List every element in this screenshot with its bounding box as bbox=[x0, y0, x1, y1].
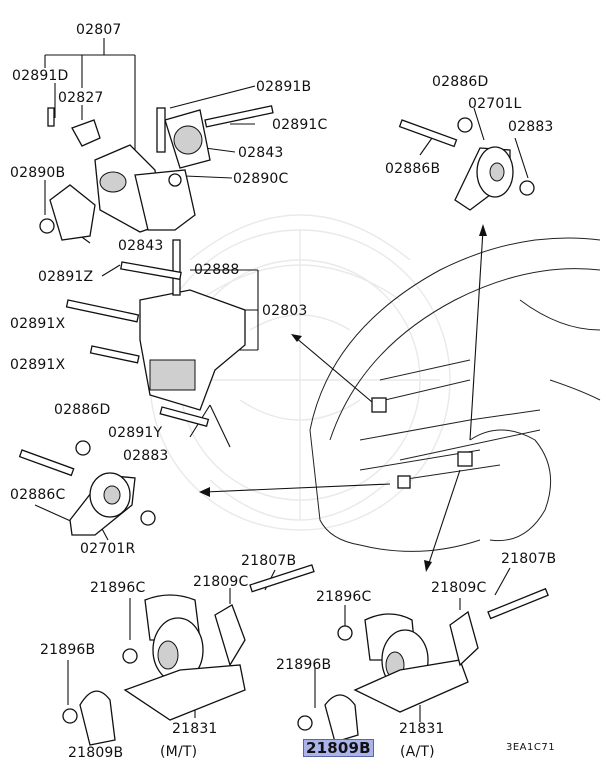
label-02891Z[interactable]: 02891Z bbox=[38, 269, 94, 285]
upper-mount-bracket bbox=[39, 105, 274, 241]
label-21809C-at[interactable]: 21809C bbox=[431, 580, 487, 596]
label-02886D-left[interactable]: 02886D bbox=[54, 402, 111, 418]
label-mt-variant: (M/T) bbox=[160, 744, 198, 760]
label-02701R[interactable]: 02701R bbox=[80, 541, 136, 557]
label-02890C[interactable]: 02890C bbox=[233, 171, 289, 187]
label-21896B-mt[interactable]: 21896B bbox=[40, 642, 96, 658]
label-02886B[interactable]: 02886B bbox=[385, 161, 441, 177]
label-02843-top[interactable]: 02843 bbox=[238, 145, 284, 161]
label-02883-right[interactable]: 02883 bbox=[508, 119, 554, 135]
label-02886D-right[interactable]: 02886D bbox=[432, 74, 489, 90]
label-02891C[interactable]: 02891C bbox=[272, 117, 328, 133]
middle-mount-bracket bbox=[65, 239, 246, 427]
diagram-reference-code: 3EA1C71 bbox=[506, 742, 556, 753]
label-02886C[interactable]: 02886C bbox=[10, 487, 66, 503]
mt-mount-assembly bbox=[62, 564, 315, 746]
label-21896C-at[interactable]: 21896C bbox=[316, 589, 372, 605]
label-02827[interactable]: 02827 bbox=[58, 90, 104, 106]
label-21896B-at[interactable]: 21896B bbox=[276, 657, 332, 673]
label-02891D[interactable]: 02891D bbox=[12, 68, 69, 84]
label-02803[interactable]: 02803 bbox=[262, 303, 308, 319]
label-02883-left[interactable]: 02883 bbox=[123, 448, 169, 464]
label-21831-mt[interactable]: 21831 bbox=[172, 721, 218, 737]
right-mount-02701L bbox=[398, 117, 535, 211]
label-21831-at[interactable]: 21831 bbox=[399, 721, 445, 737]
label-02891X-lower[interactable]: 02891X bbox=[10, 357, 66, 373]
label-21809B-at-highlighted[interactable]: 21809B bbox=[303, 739, 374, 757]
label-21809B-mt[interactable]: 21809B bbox=[68, 745, 124, 761]
label-at-variant: (A/T) bbox=[400, 744, 435, 760]
label-02891B[interactable]: 02891B bbox=[256, 79, 312, 95]
at-mount-assembly bbox=[297, 587, 549, 743]
label-02843-bottom[interactable]: 02843 bbox=[118, 238, 164, 254]
label-02891X-upper[interactable]: 02891X bbox=[10, 316, 66, 332]
leader-lines bbox=[34, 38, 529, 737]
location-arrows bbox=[199, 224, 487, 572]
label-02890B[interactable]: 02890B bbox=[10, 165, 66, 181]
label-21896C-mt[interactable]: 21896C bbox=[90, 580, 146, 596]
label-02888[interactable]: 02888 bbox=[194, 262, 240, 278]
label-21809C-mt[interactable]: 21809C bbox=[193, 574, 249, 590]
left-mount-02701R bbox=[18, 440, 156, 536]
label-21807B-mt[interactable]: 21807B bbox=[241, 553, 297, 569]
vehicle-outline bbox=[309, 237, 601, 552]
label-02891Y[interactable]: 02891Y bbox=[108, 425, 163, 441]
label-21807B-at[interactable]: 21807B bbox=[501, 551, 557, 567]
label-02807[interactable]: 02807 bbox=[76, 22, 122, 38]
label-02701L[interactable]: 02701L bbox=[468, 96, 522, 112]
